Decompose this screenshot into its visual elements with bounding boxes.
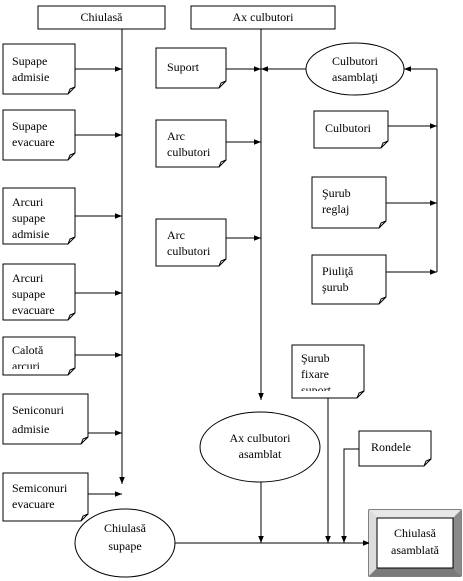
- header-chiulasa: Chiulasă: [80, 10, 123, 24]
- doc-suport: [155, 47, 227, 89]
- doc-surub-fixare-suport: [291, 344, 365, 399]
- final-chiulasa-asamblata-box: [368, 509, 462, 577]
- label-arcuri-evacuare: Arcuri supape evacuare: [12, 271, 55, 314]
- doc-arc-culbutori-1: [155, 119, 227, 168]
- label-surub-fixare-suport: Şurub fixare suport: [301, 351, 331, 391]
- header-ax-culbutori: Ax culbutori: [232, 10, 294, 24]
- header-chiulasa-box: [37, 5, 166, 30]
- label-suport: Suport: [167, 60, 200, 74]
- header-ax-culbutori-box: [190, 5, 336, 30]
- doc-piulita-surub: [311, 254, 387, 305]
- doc-arc-culbutori-2: [155, 218, 227, 267]
- doc-arcuri-admisie: [2, 187, 76, 245]
- arrow-rondele: [341, 448, 359, 543]
- doc-calota: [2, 336, 76, 376]
- doc-arcuri-evacuare: [2, 263, 76, 321]
- doc-rondele: [358, 430, 432, 467]
- doc-semiconuri-evacuare: [2, 472, 89, 522]
- doc-supape-evacuare: [2, 109, 76, 161]
- label-culbutori: Culbutori: [325, 121, 372, 135]
- label-rondele: Rondele: [371, 440, 411, 454]
- doc-supape-admisie: [2, 43, 76, 95]
- label-arcuri-admisie: Arcuri supape admisie: [12, 195, 50, 238]
- ellipse-culbutori-asamblati: [305, 42, 405, 96]
- doc-culbutori: [313, 110, 389, 149]
- ellipse-ax-culbutori-asamblat: [199, 411, 321, 483]
- doc-surub-reglaj: [311, 176, 387, 229]
- label-calota: Calotă arcuri: [12, 343, 44, 369]
- doc-seminconuri-admisie: [2, 393, 89, 445]
